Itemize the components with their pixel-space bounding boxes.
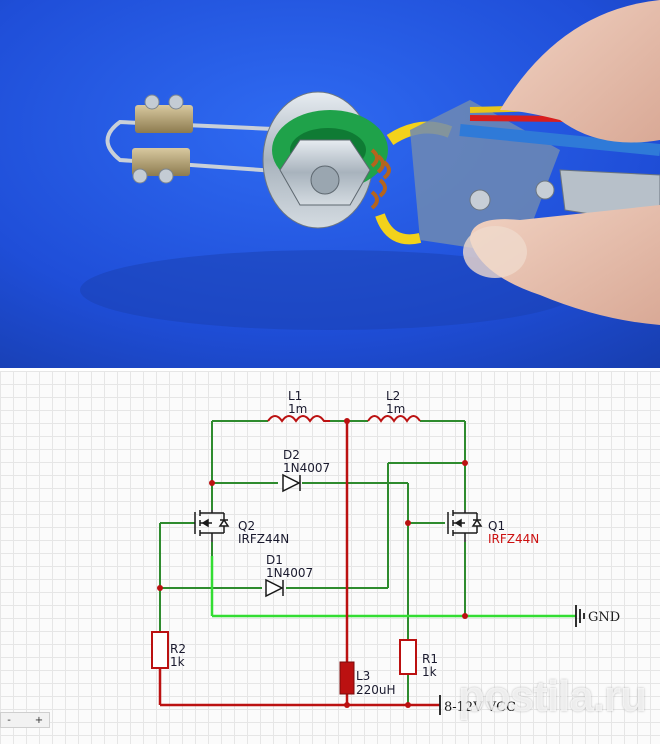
label-l1-name: L1 [288,389,302,403]
label-q2-value: IRFZ44N [238,532,289,546]
label-r1-value: 1k [422,665,437,679]
mosfet-q2 [194,510,230,542]
schematic-grid [0,371,660,744]
label-d1-value: 1N4007 [266,566,313,580]
label-gnd: GND [588,610,620,625]
label-d2-value: 1N4007 [283,461,330,475]
circuit-schematic: L1 1m L2 1m D2 1N4007 D1 1N4007 Q2 IRFZ4… [151,389,620,715]
ground-wire [210,556,576,618]
diode-d2 [282,473,301,493]
divider [0,368,660,371]
wire-loop [105,119,296,174]
label-l3-name: L3 [356,669,370,683]
zoom-out-button[interactable]: - [7,714,11,726]
label-l2-value: 1m [386,402,405,416]
resistor-r2 [151,631,169,669]
diode-d1 [265,578,284,598]
label-r2-value: 1k [170,655,185,669]
label-r1-name: R1 [422,652,438,666]
label-l3-value: 220uH [356,683,396,697]
label-d2-name: D2 [283,448,300,462]
blue-wire [459,124,660,156]
resistor-r1 [399,639,417,675]
label-d1-name: D1 [266,553,283,567]
power-wires [158,421,440,707]
label-q1-value: IRFZ44N [488,532,539,546]
device-photo [0,0,660,368]
label-l2-name: L2 [386,389,400,403]
terminal-block-bottom [132,148,190,184]
label-l1-value: 1m [288,402,307,416]
copper-coil [370,148,391,210]
inductor-l1 [267,415,330,423]
watermark: postila.ru [458,672,647,721]
mosfet-q1 [447,510,483,542]
inductor-l3 [339,661,355,695]
zoom-in-button[interactable]: + [34,714,44,726]
label-r2-name: R2 [170,642,186,656]
junction-dots [157,418,468,708]
label-vcc: 8-12V VCC [444,700,516,715]
inductor-l2 [367,415,421,423]
terminal-block-top [135,94,193,133]
hand-upper [500,0,660,143]
ground-symbol [575,605,585,627]
label-q2-name: Q2 [238,519,255,533]
zoom-control[interactable]: - + [0,712,50,728]
label-q1-name: Q1 [488,519,505,533]
